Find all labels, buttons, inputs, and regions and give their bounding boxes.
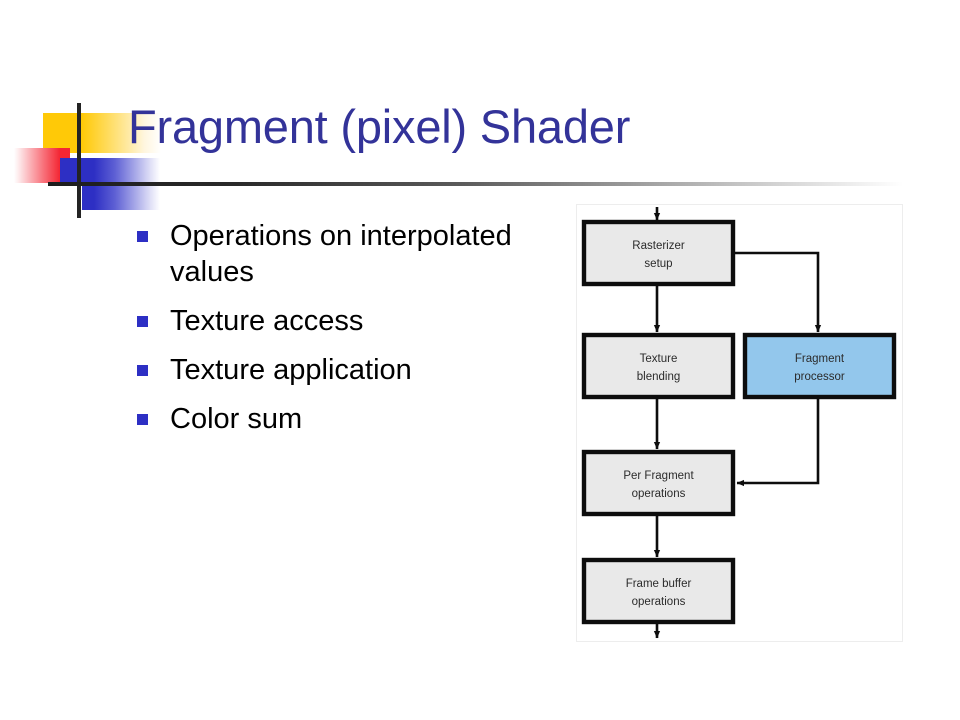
node-label-line2: processor — [794, 371, 845, 383]
title-underline-rule — [48, 182, 903, 186]
node-per-fragment-operations[interactable]: Per Fragment operations — [581, 449, 736, 517]
fragment-pipeline-diagram: Rasterizer setup Texture blending Fragme… — [576, 204, 903, 642]
node-label-line2: setup — [644, 258, 672, 270]
node-box — [581, 219, 736, 287]
node-box — [581, 332, 736, 400]
square-bullet-icon — [137, 231, 148, 242]
list-item-label: Texture access — [170, 305, 364, 337]
deco-blue-block — [60, 158, 160, 183]
deco-blue-notch — [60, 183, 82, 210]
square-bullet-icon — [137, 316, 148, 327]
list-item-label: Texture application — [170, 354, 412, 386]
node-label-line1: Rasterizer — [632, 240, 685, 252]
node-label-line2: operations — [632, 488, 686, 500]
deco-red-block — [14, 148, 70, 183]
list-item: Operations on interpolated values — [136, 218, 536, 290]
deco-blue-block-lower — [60, 183, 160, 210]
page-title: Fragment (pixel) Shader — [128, 100, 631, 153]
list-item-label: Operations on interpolated values — [170, 220, 512, 288]
node-label-line2: operations — [632, 596, 686, 608]
node-label-line1: Texture — [640, 353, 678, 365]
bullet-list: Operations on interpolated values Textur… — [136, 218, 536, 437]
node-box-highlighted — [742, 332, 897, 400]
list-item: Color sum — [136, 401, 536, 437]
edge-rasterizer-to-fragment-processor — [733, 251, 822, 333]
node-fragment-processor[interactable]: Fragment processor — [742, 332, 897, 400]
pipeline-svg: Rasterizer setup Texture blending Fragme… — [581, 207, 897, 639]
node-box — [581, 449, 736, 517]
edge-fragment-processor-to-per-fragment — [736, 399, 820, 487]
node-box — [581, 557, 736, 625]
node-label-line2: blending — [637, 371, 680, 383]
list-item-label: Color sum — [170, 403, 303, 435]
pipeline-connectors — [653, 207, 822, 639]
square-bullet-icon — [137, 414, 148, 425]
square-bullet-icon — [137, 365, 148, 376]
node-label-line1: Frame buffer — [626, 578, 692, 590]
list-item: Texture access — [136, 303, 536, 339]
node-texture-blending[interactable]: Texture blending — [581, 332, 736, 400]
node-frame-buffer-operations[interactable]: Frame buffer operations — [581, 557, 736, 625]
deco-vertical-line — [77, 103, 81, 218]
node-rasterizer-setup[interactable]: Rasterizer setup — [581, 219, 736, 287]
node-label-line1: Per Fragment — [623, 470, 694, 482]
list-item: Texture application — [136, 352, 536, 388]
node-label-line1: Fragment — [795, 353, 845, 365]
